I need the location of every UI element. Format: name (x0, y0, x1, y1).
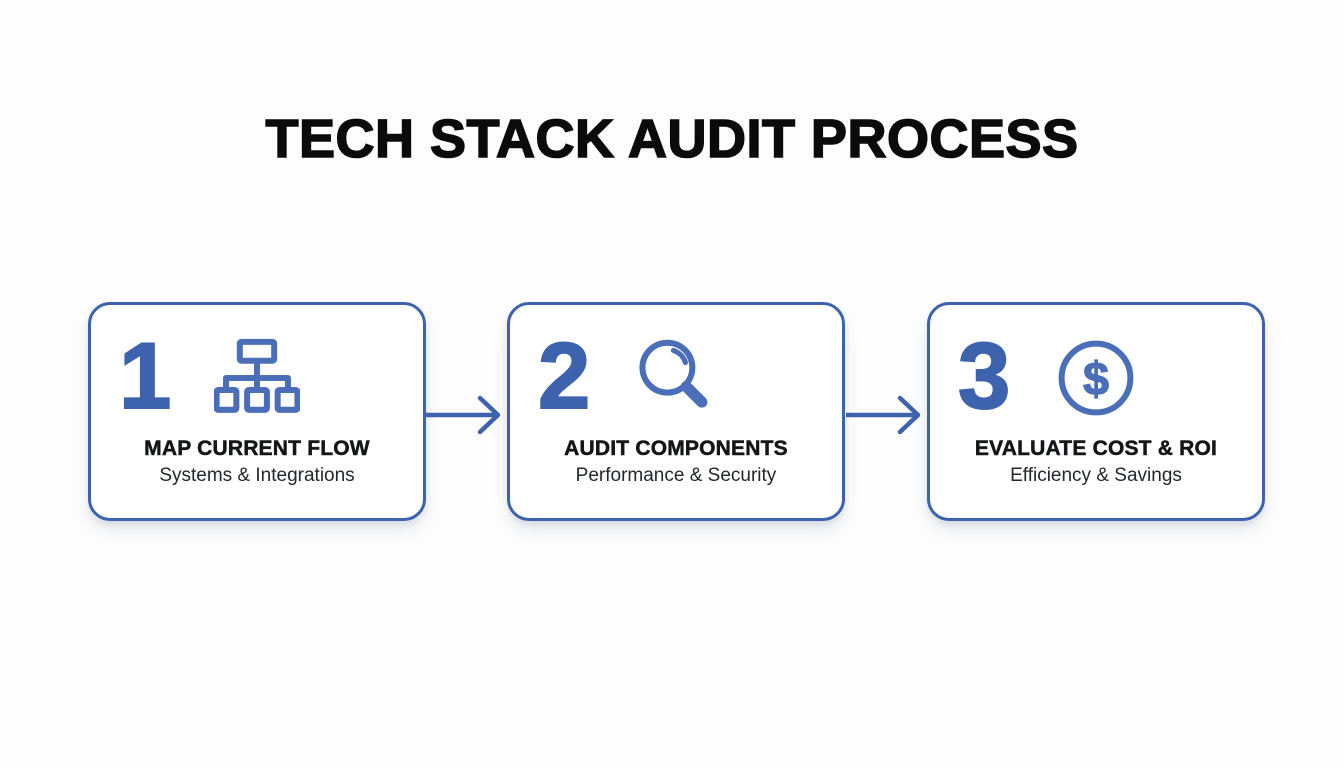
arrow-right-icon (426, 395, 501, 435)
step-title-2: AUDIT COMPONENTS (564, 437, 788, 461)
step-title-1: MAP CURRENT FLOW (144, 437, 370, 461)
step-card-2: 2 AUDIT COMPONENTS Performance & Securit… (507, 302, 845, 521)
step-subtitle-2: Performance & Security (575, 465, 777, 486)
step-subtitle-1: Systems & Integrations (159, 465, 355, 486)
page-title: TECH STACK AUDIT PROCESS (265, 108, 1079, 170)
step-title-3: EVALUATE COST & ROI (974, 437, 1218, 461)
dollar-circle-icon: $ (1058, 340, 1134, 416)
step-number-3: 3 (957, 323, 1011, 428)
step-number-1: 1 (118, 323, 172, 428)
dollar-sign: $ (1083, 352, 1109, 404)
step-card-3: 3 $ EVALUATE COST & ROI Efficiency & Sav… (927, 302, 1265, 521)
step-subtitle-3: Efficiency & Savings (1010, 465, 1182, 486)
step-card-1: 1 MAP CURRENT FLOW Systems & Integration… (88, 302, 426, 521)
step-number-2: 2 (537, 323, 591, 428)
sitemap-icon (214, 338, 300, 413)
magnifying-glass-icon (639, 339, 708, 408)
arrow-right-icon (846, 395, 921, 435)
